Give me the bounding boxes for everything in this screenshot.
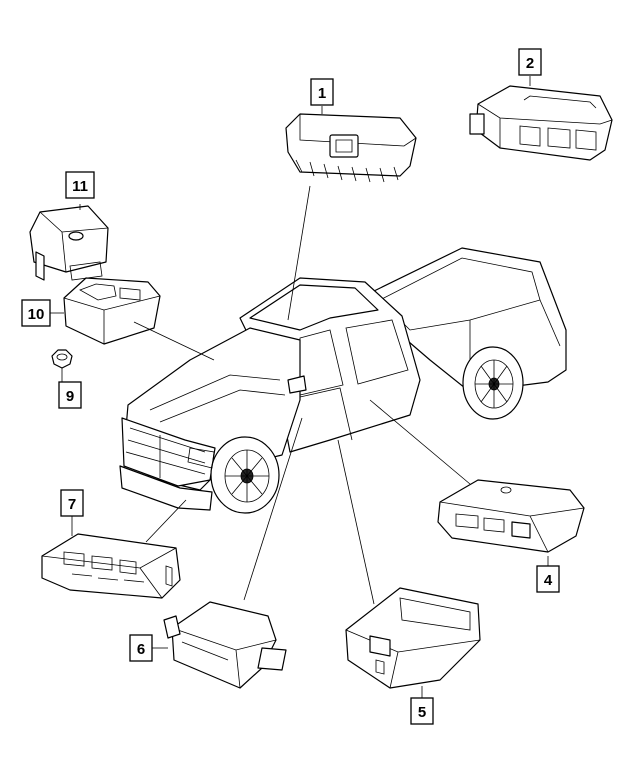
pickup-truck-illustration: [119, 247, 567, 514]
part-7-module: [41, 533, 181, 599]
part-6-module: [163, 601, 287, 689]
part-2-module: [469, 85, 613, 161]
callout-1: 1: [310, 78, 334, 106]
callout-5: 5: [410, 697, 434, 725]
leader-lines: [50, 76, 549, 698]
svg-text:4: 4: [544, 572, 553, 589]
svg-text:6: 6: [137, 641, 145, 658]
svg-text:11: 11: [72, 178, 88, 195]
callout-9: 9: [58, 381, 82, 409]
part-4-module: [437, 479, 585, 553]
callout-10: 10: [21, 299, 51, 327]
svg-text:7: 7: [68, 496, 76, 513]
part-10-module: [63, 277, 161, 345]
callout-11: 11: [65, 171, 95, 199]
callout-4: 4: [536, 565, 560, 593]
part-1-module: [285, 113, 417, 183]
svg-text:2: 2: [526, 55, 534, 72]
callout-6: 6: [129, 634, 153, 662]
callout-7: 7: [60, 489, 84, 517]
svg-text:5: 5: [418, 704, 426, 721]
callout-2: 2: [518, 48, 542, 76]
part-5-module: [345, 587, 481, 689]
svg-text:9: 9: [66, 388, 74, 405]
svg-text:1: 1: [318, 85, 326, 102]
part-11-module: [29, 205, 109, 281]
svg-text:10: 10: [28, 306, 45, 323]
part-9-nut: [51, 349, 73, 369]
